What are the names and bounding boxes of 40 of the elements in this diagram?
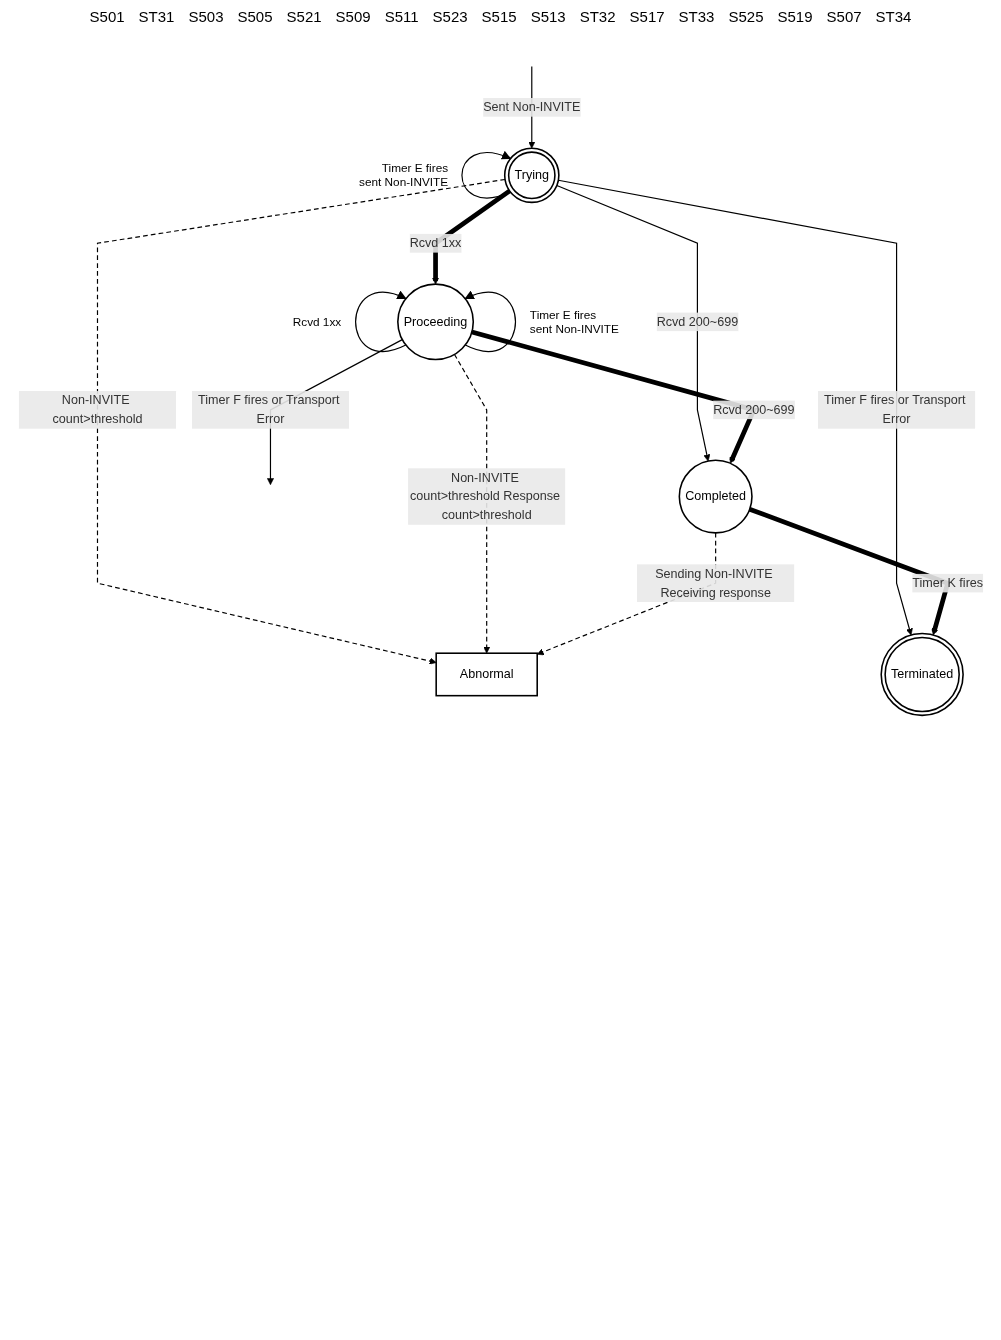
step-number: S525: [728, 8, 764, 25]
edge-label: Rcvd 200~699: [656, 314, 738, 329]
arrow: [555, 185, 710, 462]
step-number: S501: [89, 8, 125, 25]
step-number: S517: [629, 8, 665, 25]
loop-arrow: [354, 291, 407, 352]
edge-label: Rcvd 1xx: [292, 314, 341, 328]
step-number: S515: [481, 8, 517, 25]
step-number: S523: [432, 8, 468, 25]
step-number: ST34: [875, 8, 912, 25]
node-circle: Completed: [678, 459, 753, 534]
edge-label: Timer F fires or Transport Error: [823, 393, 966, 426]
arrow: [557, 179, 913, 636]
node-circle: Trying: [503, 147, 560, 204]
step-number: S521: [286, 8, 322, 25]
step-number: S513: [530, 8, 566, 25]
edge-label: Timer F fires or Transport Error: [197, 393, 339, 426]
step-number: ST32: [579, 8, 616, 25]
edge-label: Rcvd 200~699: [712, 402, 795, 417]
loop-arrow: [460, 151, 511, 199]
step-number: ST33: [678, 8, 715, 25]
step-number: ST31: [138, 8, 175, 25]
edge-label: Timer E fires sent Non-INVITE: [529, 307, 619, 335]
loop-arrow: [463, 291, 516, 352]
step-number: S507: [826, 8, 862, 25]
step-number: S519: [777, 8, 813, 25]
node-circle: Proceeding: [396, 283, 474, 361]
edge-label: Rcvd 1xx: [409, 236, 461, 250]
edge-label: Timer E fires sent Non-INVITE: [358, 161, 448, 189]
step-number: S511: [384, 8, 419, 25]
step-number: S509: [335, 8, 371, 25]
node-box: Abnormal: [434, 652, 538, 697]
edge-label: Sent Non-INVITE: [482, 100, 580, 114]
step-number: S505: [237, 8, 273, 25]
edge-label: Sending Non-INVITE Receiving response: [654, 566, 773, 599]
edge-label: Timer K fires: [911, 576, 983, 590]
edge-label: Non-INVITE count>threshold Response count>threshold: [409, 470, 560, 522]
step-number: S503: [188, 8, 224, 25]
edge-label: Non-INVITE count>threshold: [52, 393, 142, 426]
node-circle: Terminated: [879, 632, 964, 717]
